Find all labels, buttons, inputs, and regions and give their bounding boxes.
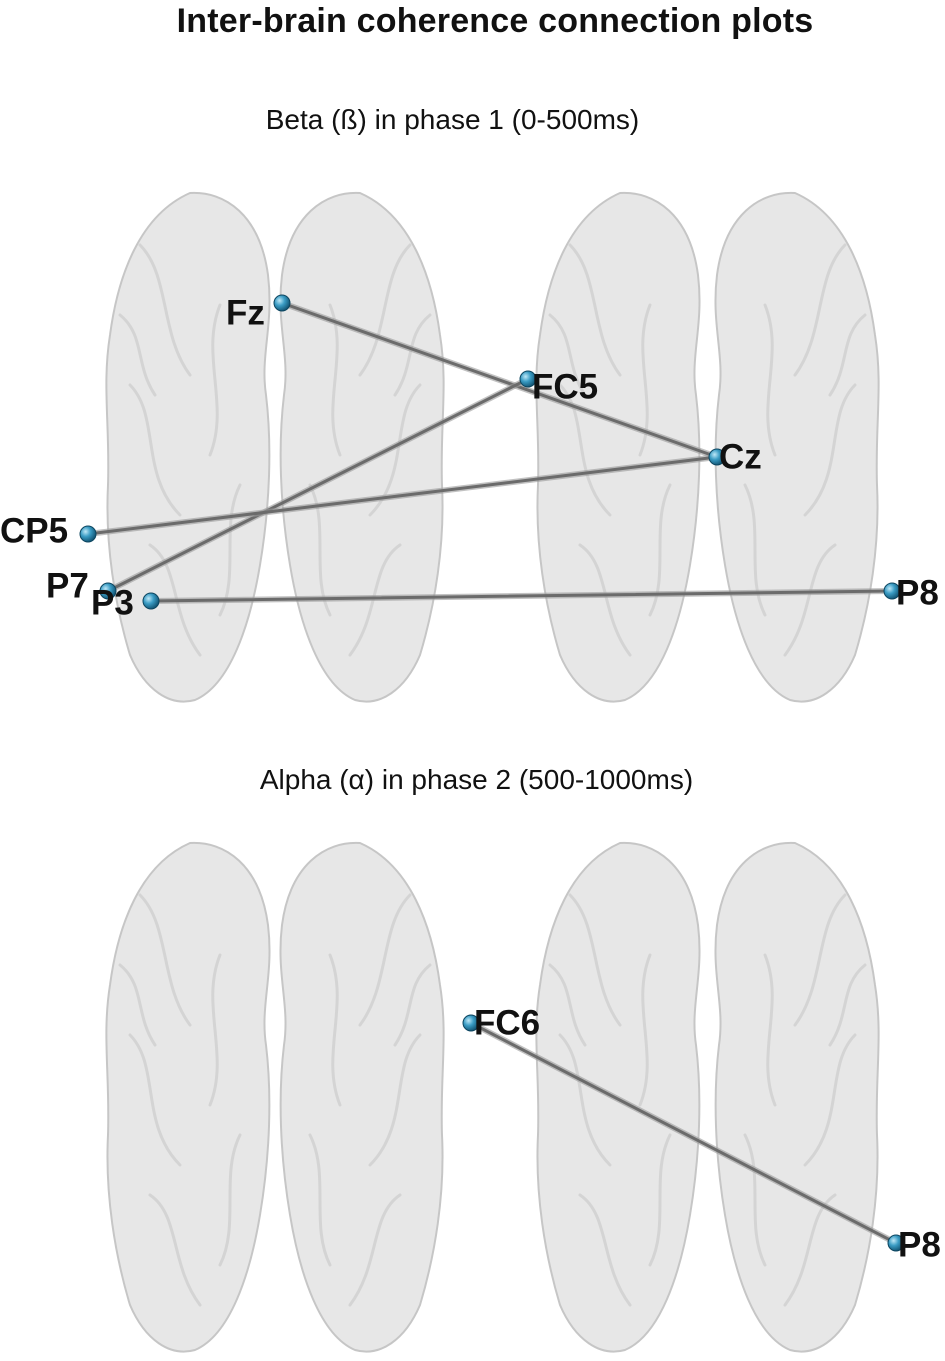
electrode-node	[708, 448, 726, 466]
brain-images	[105, 841, 880, 1353]
electrode-fc6: FC6	[462, 1003, 540, 1042]
electrode-label: P8	[896, 573, 939, 612]
electrode-label: Fz	[226, 293, 265, 332]
electrode-cz: Cz	[708, 437, 762, 476]
brain-hemisphere	[714, 191, 880, 703]
connection-lines	[468, 1020, 899, 1246]
brain-hemisphere	[535, 191, 701, 703]
connection-line-core	[469, 1021, 898, 1245]
electrode-fz: Fz	[226, 293, 291, 332]
electrode-label: FC5	[532, 367, 598, 406]
brain-hemisphere	[714, 841, 880, 1353]
brain-hemisphere	[105, 191, 271, 703]
brain-images	[105, 191, 880, 703]
connection-line-core	[106, 377, 530, 593]
electrode-p8: P8	[883, 573, 939, 612]
electrode-label: P3	[91, 583, 134, 622]
electrode-label: Cz	[719, 437, 762, 476]
connection-line-core	[86, 455, 719, 536]
connection-line-core	[149, 589, 894, 603]
electrode-node	[142, 592, 160, 610]
electrode-node	[883, 582, 901, 600]
panel-title-beta: Beta (ß) in phase 1 (0-500ms)	[265, 104, 640, 135]
electrode-fc5: FC5	[519, 367, 598, 406]
connection-line-core	[280, 301, 719, 459]
figure-title: Inter-brain coherence connection plots	[176, 2, 814, 40]
electrode-node	[79, 525, 97, 543]
brain-hemisphere	[279, 841, 445, 1353]
electrode-p3: P3	[91, 583, 160, 622]
electrode-label: P7	[46, 566, 89, 605]
electrode-node	[462, 1014, 480, 1032]
electrode-label: CP5	[0, 511, 68, 550]
electrode-p8: P8	[887, 1225, 941, 1264]
electrode-node	[887, 1234, 905, 1252]
brain-hemisphere	[279, 191, 445, 703]
brain-hemisphere	[105, 841, 271, 1353]
connection-lines	[85, 300, 895, 604]
electrode-node	[519, 370, 537, 388]
electrode-label: P8	[898, 1225, 941, 1264]
electrode-p7: P7	[46, 566, 117, 605]
panel-title-alpha: Alpha (α) in phase 2 (500-1000ms)	[259, 764, 694, 795]
electrode-node	[99, 582, 117, 600]
electrode-label: FC6	[474, 1003, 540, 1042]
electrode-node	[273, 294, 291, 312]
electrode-cp5: CP5	[0, 511, 97, 550]
